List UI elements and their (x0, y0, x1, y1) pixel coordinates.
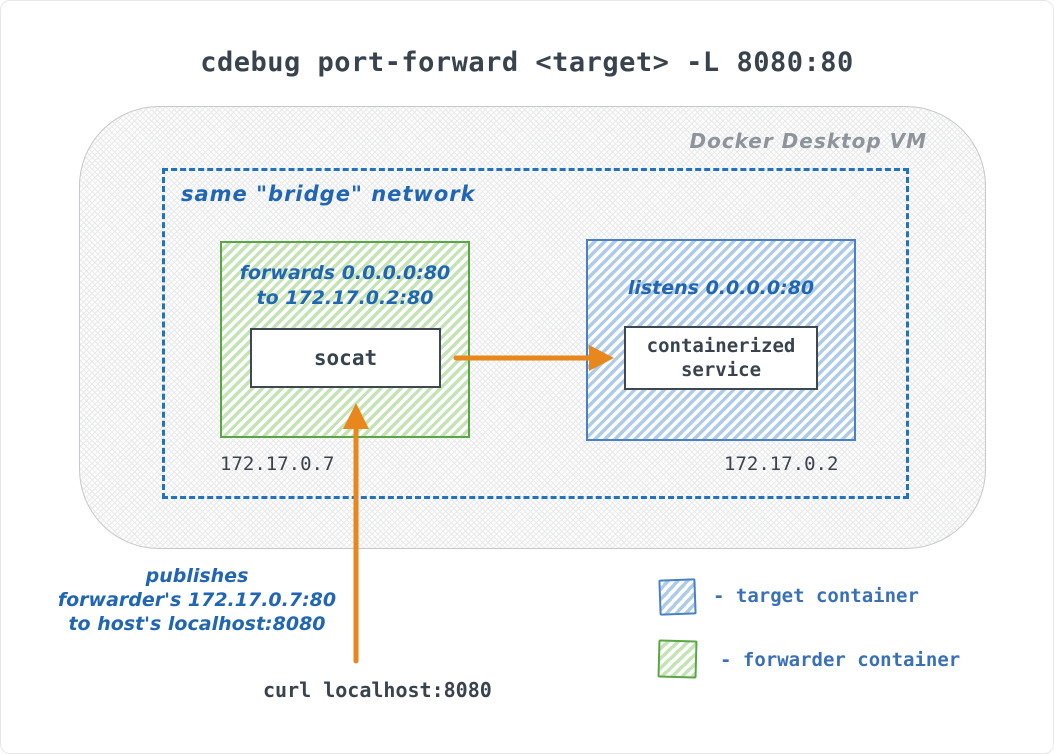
forwarder-annotation-line2: to 172.17.0.2:80 (256, 287, 434, 309)
forwarder-ip-label: 172.17.0.7 (220, 453, 335, 475)
legend-swatch-target-container (658, 578, 697, 616)
target-ip-label: 172.17.0.2 (724, 453, 839, 475)
publish-annotation-line3: to host's localhost:8080 (68, 613, 326, 635)
bridge-network-label: same "bridge" network (181, 182, 476, 206)
service-label-line2: service (680, 359, 762, 381)
legend-swatch-forwarder-container (657, 639, 698, 679)
target-annotation: listens 0.0.0.0:80 (627, 277, 815, 299)
diagram-title: cdebug port-forward <target> -L 8080:80 (200, 47, 854, 78)
forwarder-annotation-line1: forwards 0.0.0.0:80 (239, 262, 451, 284)
publish-annotation: publishes forwarder's 172.17.0.7:80 to h… (31, 564, 363, 636)
publish-annotation-line2: forwarder's 172.17.0.7:80 (57, 589, 337, 611)
bridge-network-box (162, 168, 909, 499)
curl-command-label: curl localhost:8080 (263, 678, 492, 702)
publish-annotation-line1: publishes (145, 565, 249, 587)
legend-label-target-container: - target container (713, 585, 919, 607)
legend-label-forwarder-container: - forwarder container (720, 649, 961, 671)
socat-box: socat (250, 328, 441, 388)
service-label-line1: containerized (646, 335, 796, 357)
containerized-service-box: containerized service (624, 326, 818, 390)
forwarder-annotation: forwards 0.0.0.0:80 to 172.17.0.2:80 (222, 261, 468, 311)
docker-desktop-vm-label: Docker Desktop VM (689, 129, 927, 153)
